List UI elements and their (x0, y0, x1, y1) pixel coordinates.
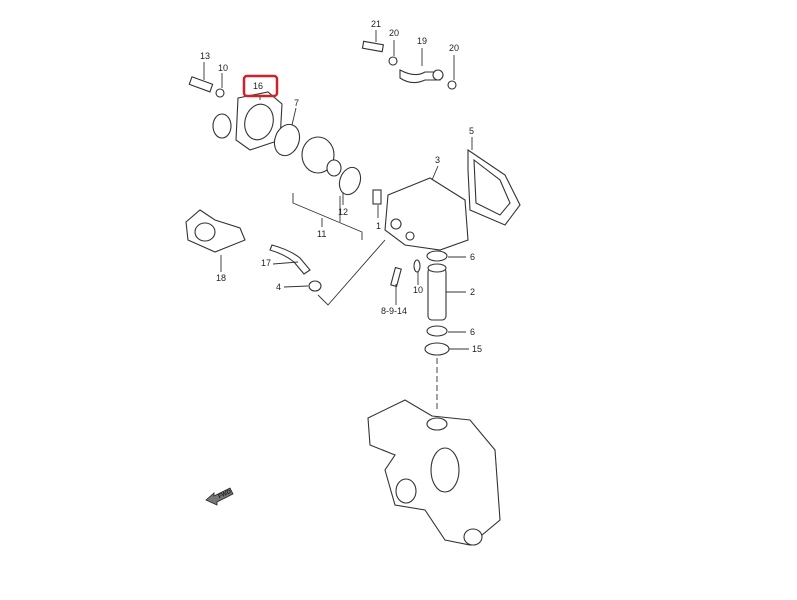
part-12-seal[interactable] (336, 164, 364, 197)
part-16-thermostat-cap[interactable] (212, 91, 283, 151)
highlight-box-part-16[interactable] (242, 74, 279, 98)
part-2-pipe[interactable] (427, 263, 447, 321)
label-21[interactable]: 21 (371, 19, 381, 29)
part-10-washer[interactable] (215, 88, 225, 98)
direction-marker-text: FWD (218, 489, 234, 500)
label-6b[interactable]: 6 (470, 327, 475, 337)
part-15-oring[interactable] (424, 342, 450, 356)
label-17[interactable]: 17 (261, 258, 271, 268)
part-3-cover[interactable] (384, 177, 469, 251)
part-8-9-14-bolt[interactable] (390, 266, 402, 288)
label-20b[interactable]: 20 (449, 43, 459, 53)
label-10[interactable]: 10 (218, 63, 228, 73)
part-6-oring-bottom[interactable] (426, 325, 448, 337)
label-15[interactable]: 15 (472, 344, 482, 354)
part-1-plug[interactable] (372, 189, 382, 205)
label-7[interactable]: 7 (294, 98, 299, 108)
label-20[interactable]: 20 (389, 28, 399, 38)
label-5[interactable]: 5 (469, 126, 474, 136)
label-19[interactable]: 19 (417, 36, 427, 46)
part-18-clamp[interactable] (185, 209, 246, 253)
label-10b[interactable]: 10 (413, 285, 423, 295)
part-20-washer-b[interactable] (447, 80, 457, 90)
part-17-sensor[interactable] (269, 244, 311, 275)
part-21-bolt[interactable] (361, 40, 385, 53)
part-4-washer[interactable] (308, 280, 322, 292)
label-18[interactable]: 18 (216, 273, 226, 283)
part-13-bolt[interactable] (188, 76, 214, 93)
label-16[interactable]: 16 (253, 81, 263, 91)
label-11[interactable]: 11 (317, 229, 326, 239)
label-1[interactable]: 1 (376, 221, 381, 231)
label-2[interactable]: 2 (470, 287, 475, 297)
label-4[interactable]: 4 (276, 282, 281, 292)
label-13[interactable]: 13 (200, 51, 210, 61)
part-10-washer-b[interactable] (413, 259, 421, 273)
part-20-washer[interactable] (388, 56, 398, 66)
part-7-gasket[interactable] (270, 121, 303, 159)
part-5-gasket[interactable] (467, 148, 521, 226)
water-pump-body[interactable] (367, 399, 501, 546)
part-11-thermostat[interactable] (301, 136, 342, 177)
label-6[interactable]: 6 (470, 252, 475, 262)
label-12[interactable]: 12 (338, 207, 348, 217)
part-19-hose[interactable] (399, 69, 444, 84)
label-3[interactable]: 3 (435, 155, 440, 165)
label-8-9-14[interactable]: 8-9-14 (381, 306, 407, 316)
direction-arrow-icon: FWD (205, 487, 234, 506)
part-6-oring-top[interactable] (426, 250, 448, 262)
